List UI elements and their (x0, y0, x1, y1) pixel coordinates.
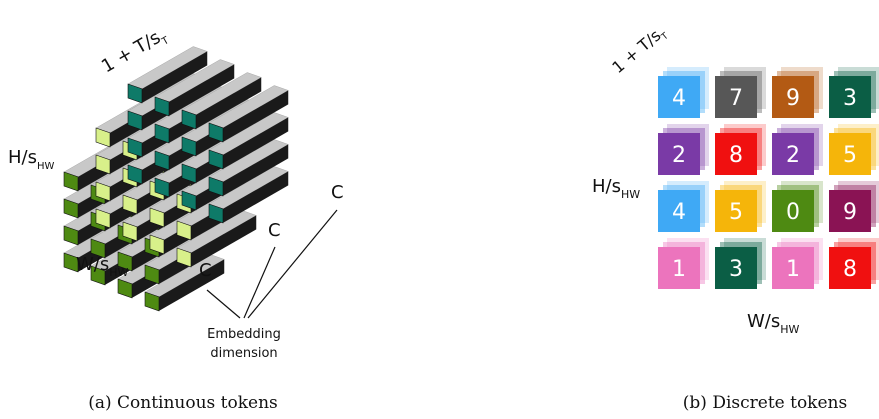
height-axis-label: H/sHW (8, 147, 55, 172)
token-tile: 2 (658, 124, 709, 175)
token-value: 8 (843, 257, 857, 282)
token-bar (208, 166, 289, 224)
embedding-dimension-label: Embedding (207, 327, 281, 342)
token-tile: 3 (829, 67, 879, 118)
channel-label: C (268, 220, 281, 241)
token-tile: 1 (772, 238, 823, 289)
token-tile: 0 (772, 181, 823, 232)
token-tile: 5 (715, 181, 766, 232)
token-tile: 4 (658, 181, 709, 232)
token-bar (127, 46, 208, 104)
token-bars (63, 46, 289, 312)
token-value: 5 (729, 200, 743, 225)
embedding-pointer-line (247, 209, 338, 319)
continuous-tokens-panel: 1 + T/sT H/sHW W/sHW C C C Embedding dim… (8, 27, 344, 413)
token-tile: 9 (772, 67, 823, 118)
token-value: 4 (672, 200, 686, 225)
token-bar (176, 210, 257, 268)
token-bar (208, 85, 289, 143)
token-bar (144, 254, 225, 312)
embedding-pointer-line (206, 289, 241, 319)
channel-label: C (331, 182, 344, 203)
height-axis-label: H/sHW (592, 176, 640, 201)
token-tile: 3 (715, 238, 766, 289)
token-value: 8 (729, 143, 743, 168)
token-tile: 5 (829, 124, 879, 175)
token-value: 9 (843, 200, 857, 225)
token-tile: 8 (829, 238, 879, 289)
token-value: 2 (672, 143, 686, 168)
embedding-dimension-label: dimension (210, 346, 277, 361)
time-axis-label: 1 + T/sT (608, 22, 671, 80)
token-value: 5 (843, 143, 857, 168)
token-value: 9 (786, 86, 800, 111)
token-value: 1 (672, 257, 686, 282)
token-tile: 7 (715, 67, 766, 118)
token-value: 7 (729, 86, 743, 111)
token-value: 3 (729, 257, 743, 282)
token-value: 2 (786, 143, 800, 168)
caption-continuous: (a) Continuous tokens (88, 393, 278, 413)
token-tile: 9 (829, 181, 879, 232)
embedding-pointer-line (243, 246, 276, 319)
caption-discrete: (b) Discrete tokens (683, 393, 847, 413)
token-value: 0 (786, 200, 800, 225)
token-tile: 8 (715, 124, 766, 175)
token-value: 3 (843, 86, 857, 111)
width-axis-label: W/sHW (747, 311, 800, 336)
token-bar (154, 59, 235, 117)
token-bar (181, 72, 262, 130)
discrete-tokens-panel: 4 7 9 3 2 8 2 5 4 5 0 9 1 3 1 8 1 + T/sT H/sHW W/sHW (b… (592, 22, 879, 413)
token-value: 1 (786, 257, 800, 282)
channel-label: C (199, 260, 212, 281)
token-bar (208, 139, 289, 197)
token-grid: 4 7 9 3 2 8 2 5 4 5 0 9 1 3 1 8 (658, 67, 879, 289)
token-value: 4 (672, 86, 686, 111)
token-tile: 1 (658, 238, 709, 289)
token-tile: 2 (772, 124, 823, 175)
token-tile: 4 (658, 67, 709, 118)
width-axis-label: W/sHW (76, 254, 129, 279)
token-bar (208, 112, 289, 170)
